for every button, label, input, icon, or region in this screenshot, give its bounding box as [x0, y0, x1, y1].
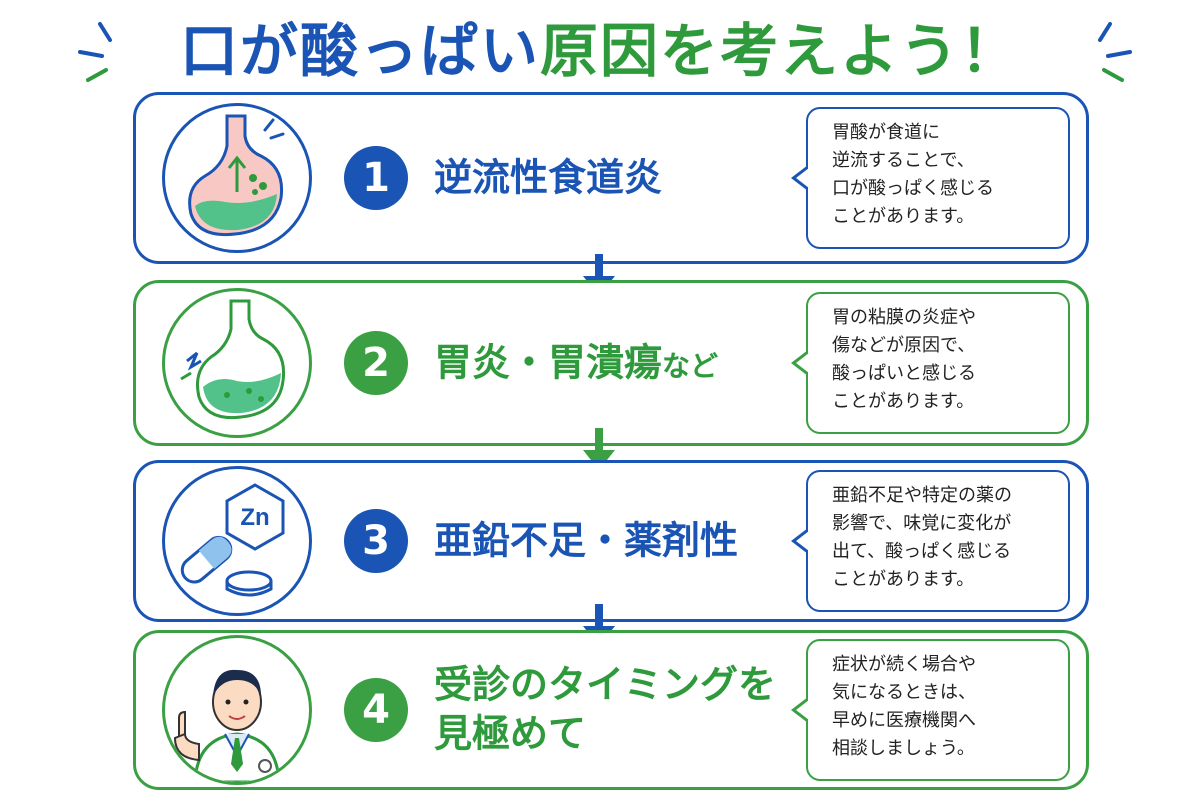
cause-card-3: Zn 3 亜鉛不足・薬剤性 亜鉛不足や特定の薬の 影響で、味覚に変化が 出て、酸… — [133, 460, 1089, 622]
cause-card-4: 4 受診のタイミングを 見極めて 症状が続く場合や 気になるときは、 早めに医療… — [133, 630, 1089, 790]
zinc-pills-icon: Zn — [162, 466, 312, 616]
cause-heading-line1: 受診のタイミングを — [434, 662, 777, 707]
doctor-icon — [162, 635, 312, 785]
sparkle-right-icon — [1098, 22, 1132, 82]
explanation-bubble-2: 胃の粘膜の炎症や 傷などが原因で、 酸っぱいと感じる ことがあります。 — [791, 292, 1070, 434]
step-number-4: 4 — [344, 678, 408, 742]
cause-heading-3: 亜鉛不足・薬剤性 — [434, 516, 738, 565]
step-number-3: 3 — [344, 509, 408, 573]
cause-heading-text: 胃炎・胃潰瘍 — [434, 340, 663, 385]
step-number-2: 2 — [344, 331, 408, 395]
cause-card-1: 1 逆流性食道炎 胃酸が食道に 逆流することで、 口が酸っぱく感じる ことがあり… — [133, 92, 1089, 264]
title-part-blue: 口が酸っぱい — [179, 17, 540, 85]
cause-heading-1: 逆流性食道炎 — [434, 153, 662, 202]
explanation-bubble-3: 亜鉛不足や特定の薬の 影響で、味覚に変化が 出て、酸っぱく感じる ことがあります… — [791, 470, 1070, 612]
title-part-green: 原因を考えよう！ — [540, 17, 1021, 85]
stomach-reflux-icon — [162, 103, 312, 253]
step-number-1: 1 — [344, 146, 408, 210]
page-title: 口が酸っぱい 原因を考えよう！ — [0, 6, 1200, 86]
stomach-pain-icon — [162, 288, 312, 438]
cause-heading-text: 亜鉛不足・薬剤性 — [434, 518, 739, 563]
explanation-bubble-4: 症状が続く場合や 気になるときは、 早めに医療機関へ 相談しましょう。 — [791, 639, 1070, 781]
cause-heading-text: 逆流性食道炎 — [434, 155, 663, 200]
sparkle-left-icon — [78, 22, 112, 82]
cause-heading-4: 受診のタイミングを 見極めて — [434, 661, 776, 760]
zinc-label: Zn — [240, 504, 269, 531]
cause-heading-suffix: など — [662, 349, 719, 383]
cause-card-2: 2 胃炎・胃潰瘍など 胃の粘膜の炎症や 傷などが原因で、 酸っぱいと感じる こと… — [133, 280, 1089, 446]
cause-heading-line2: 見極めて — [434, 712, 587, 756]
cause-heading-2: 胃炎・胃潰瘍など — [434, 338, 718, 387]
explanation-bubble-1: 胃酸が食道に 逆流することで、 口が酸っぱく感じる ことがあります。 — [791, 107, 1070, 249]
